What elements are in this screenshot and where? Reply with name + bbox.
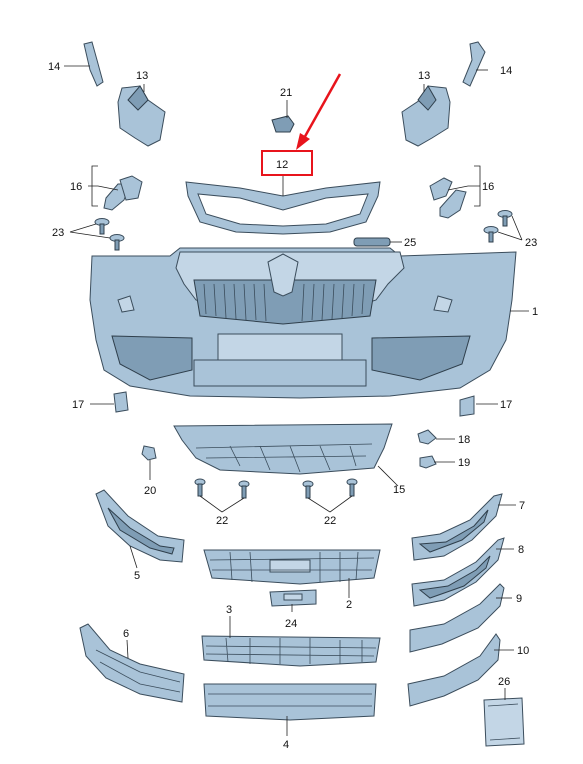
label-9[interactable]: 9 <box>516 593 522 605</box>
label-17-left[interactable]: 17 <box>72 399 84 411</box>
part-13-left[interactable] <box>117 85 166 147</box>
label-7[interactable]: 7 <box>519 500 525 512</box>
label-13-right[interactable]: 13 <box>418 70 430 82</box>
label-2[interactable]: 2 <box>346 599 352 611</box>
part-19-clip[interactable] <box>419 455 437 469</box>
part-14-right[interactable] <box>462 41 486 87</box>
label-17-right[interactable]: 17 <box>500 399 512 411</box>
part-17-left[interactable] <box>113 391 129 413</box>
part-21-clip[interactable] <box>271 115 295 133</box>
label-14-left[interactable]: 14 <box>48 61 60 73</box>
part-26-bag[interactable] <box>483 697 525 747</box>
label-26[interactable]: 26 <box>498 676 510 688</box>
part-4-bottom-trim[interactable] <box>203 683 377 721</box>
part-15-lower-support[interactable] <box>173 423 393 475</box>
part-13-right[interactable] <box>401 85 451 147</box>
part-23-screws-left[interactable] <box>94 218 125 251</box>
part-5-left-grille[interactable] <box>95 489 185 563</box>
part-24-bracket[interactable] <box>269 589 317 607</box>
part-16-right[interactable] <box>429 177 467 219</box>
label-13-left[interactable]: 13 <box>136 70 148 82</box>
part-17-right[interactable] <box>459 395 475 417</box>
label-5[interactable]: 5 <box>134 570 140 582</box>
leader-lines <box>64 65 529 736</box>
label-18[interactable]: 18 <box>458 434 470 446</box>
part-9-right-trim[interactable] <box>409 583 505 653</box>
part-25-badge[interactable] <box>353 237 391 247</box>
part-22-screws-left[interactable] <box>194 478 250 499</box>
label-10[interactable]: 10 <box>517 645 529 657</box>
callout-labels: 14 13 21 13 14 12 16 16 23 23 25 1 17 17… <box>48 61 538 751</box>
part-23-screws-right[interactable] <box>483 210 513 243</box>
part-16-left[interactable] <box>103 175 143 211</box>
label-1[interactable]: 1 <box>532 306 538 318</box>
label-22-left[interactable]: 22 <box>216 515 228 527</box>
label-21[interactable]: 21 <box>280 87 292 99</box>
label-6[interactable]: 6 <box>123 628 129 640</box>
highlight-arrow <box>296 73 342 150</box>
label-20[interactable]: 20 <box>144 485 156 497</box>
part-14-left[interactable] <box>83 41 104 87</box>
label-23-right[interactable]: 23 <box>525 237 537 249</box>
part-6-left-lower[interactable] <box>79 623 185 703</box>
label-4[interactable]: 4 <box>283 739 289 751</box>
label-25[interactable]: 25 <box>404 237 416 249</box>
part-1-bumper-cover[interactable] <box>89 247 517 399</box>
label-19[interactable]: 19 <box>458 457 470 469</box>
label-16-right[interactable]: 16 <box>482 181 494 193</box>
label-22-right[interactable]: 22 <box>324 515 336 527</box>
label-12[interactable]: 12 <box>276 159 288 171</box>
part-18-clip[interactable] <box>417 429 437 445</box>
part-3-lower-grille[interactable] <box>201 635 381 667</box>
label-8[interactable]: 8 <box>518 544 524 556</box>
label-14-right[interactable]: 14 <box>500 65 512 77</box>
part-20-clip[interactable] <box>141 445 157 461</box>
label-3[interactable]: 3 <box>226 604 232 616</box>
label-15[interactable]: 15 <box>393 484 405 496</box>
highlight-box-12 <box>261 150 313 176</box>
label-24[interactable]: 24 <box>285 618 297 630</box>
part-22-screws-right[interactable] <box>302 478 358 499</box>
label-16-left[interactable]: 16 <box>70 181 82 193</box>
label-23-left[interactable]: 23 <box>52 227 64 239</box>
part-2-center-grille[interactable] <box>203 549 381 585</box>
